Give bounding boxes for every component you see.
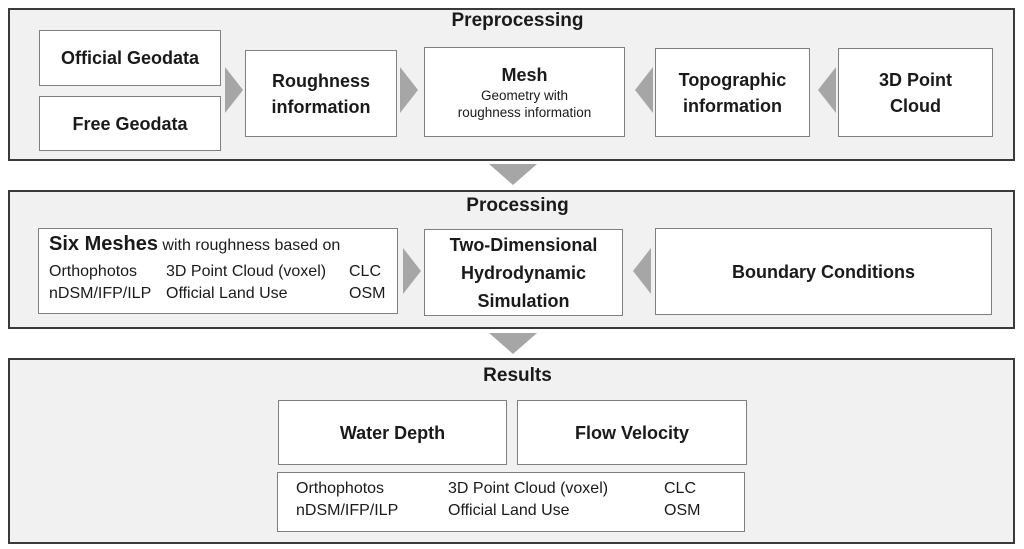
results-section: Results Water Depth Flow Velocity Orthop… [8,358,1015,544]
six-meshes-title: Six Meshes [49,233,158,255]
six-meshes-subtitle: with roughness based on [162,237,341,254]
mesh-source-item: 3D Point Cloud (voxel) [448,480,609,497]
six-meshes-header: Six Meshes with roughness based on [49,233,340,256]
point-cloud-label-line2: Cloud [890,95,941,116]
boundary-conditions-label: Boundary Conditions [732,261,915,282]
six-meshes-source-list: Orthophotos 3D Point Cloud (voxel) CLC n… [49,261,385,305]
free-geodata-box: Free Geodata [39,96,221,151]
arrow-right-icon [400,67,418,113]
mesh-source-item: Orthophotos [296,480,385,497]
preprocessing-section: Preprocessing Official Geodata Free Geod… [8,8,1015,161]
mesh-source-item: CLC [664,480,697,497]
mesh-source-item: OSM [664,502,701,519]
water-depth-label: Water Depth [339,422,446,443]
processing-title: Processing [466,195,569,216]
mesh-source-item: nDSM/IFP/ILP [49,285,152,302]
mesh-source-item: Official Land Use [166,285,288,302]
official-geodata-label: Official Geodata [60,48,200,68]
hydrodynamic-simulation-box: Two-Dimensional Hydrodynamic Simulation [424,229,623,316]
flow-arrow-down-icon [489,333,537,354]
mesh-source-item: 3D Point Cloud (voxel) [166,263,327,280]
mesh-subtitle-line1: Geometry with [480,88,569,103]
results-source-list: Orthophotos 3D Point Cloud (voxel) CLC n… [296,478,700,522]
processing-section: Processing Six Meshes with roughness bas… [8,190,1015,329]
arrow-left-icon [633,248,651,294]
mesh-source-item: OSM [349,285,386,302]
results-title: Results [483,365,552,386]
flow-velocity-label: Flow Velocity [574,422,690,443]
official-geodata-box: Official Geodata [39,30,221,86]
mesh-source-item: Orthophotos [49,263,138,280]
point-cloud-label-line1: 3D Point [878,69,952,90]
mesh-source-item: Official Land Use [448,502,570,519]
free-geodata-label: Free Geodata [72,113,188,134]
boundary-conditions-box: Boundary Conditions [655,228,992,315]
mesh-source-item: CLC [349,263,382,280]
mesh-box: Mesh Geometry with roughness information [424,47,625,137]
water-depth-box: Water Depth [278,400,507,465]
topographic-information-box: Topographic information [655,48,810,137]
mesh-subtitle-line2: roughness information [457,105,592,120]
flow-arrow-down-icon [489,164,537,185]
arrow-right-icon [403,248,421,294]
arrow-left-icon [635,67,653,113]
six-meshes-box: Six Meshes with roughness based on Ortho… [38,228,398,314]
arrow-right-icon [225,67,243,113]
results-sources-box: Orthophotos 3D Point Cloud (voxel) CLC n… [277,472,745,532]
mesh-title: Mesh [501,65,548,85]
flow-velocity-box: Flow Velocity [517,400,747,465]
hydrodynamic-simulation-label: Two-Dimensional Hydrodynamic Simulation [449,234,598,311]
arrow-left-icon [818,67,836,113]
mesh-source-item: nDSM/IFP/ILP [296,502,399,519]
topographic-information-label: Topographic information [678,69,787,116]
roughness-information-label: Roughness information [271,70,371,117]
3d-point-cloud-box: 3D Point Cloud [838,48,993,137]
roughness-information-box: Roughness information [245,50,397,137]
preprocessing-title: Preprocessing [451,10,584,31]
